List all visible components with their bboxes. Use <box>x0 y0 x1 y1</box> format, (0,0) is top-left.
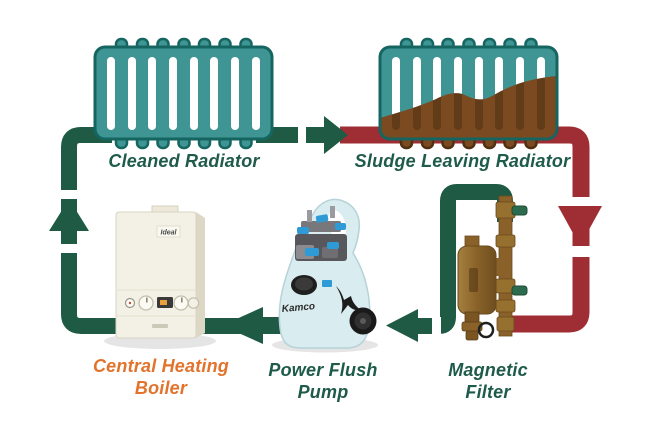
central-heating-boiler-illustration: Ideal <box>104 205 216 349</box>
label-power-flush-pump-line1: Power Flush <box>268 360 378 380</box>
label-cleaned-radiator: Cleaned Radiator <box>108 151 260 171</box>
pipe-filter-to-pump <box>425 184 513 334</box>
arrow-left-filter-to-pump <box>386 309 432 342</box>
label-power-flush-pump: Power Flush Pump <box>248 360 398 403</box>
arrow-up-to-cleaned-radiator <box>49 199 89 244</box>
filter-valve-handles <box>511 205 528 296</box>
power-flush-pump-illustration: Kamco <box>272 198 378 353</box>
label-magnetic-filter: Magnetic Filter <box>413 360 563 403</box>
label-magnetic-filter-line1: Magnetic <box>448 360 528 380</box>
arrow-left-pump-to-boiler <box>222 307 281 344</box>
pump-brand-text: Kamco <box>281 301 315 315</box>
cleaned-radiator-illustration <box>93 37 274 150</box>
arrow-right-to-sludge-radiator <box>306 116 348 154</box>
pump-valve-manifold <box>295 206 347 261</box>
arrow-down-sludge <box>558 206 602 246</box>
boiler-brand-text: Ideal <box>161 230 178 237</box>
magnetic-filter-illustration <box>457 195 528 341</box>
label-power-flush-pump-line2: Pump <box>297 381 349 402</box>
label-central-heating-boiler-line1: Central Heating <box>92 356 230 376</box>
boiler-logo-plate <box>156 225 181 238</box>
boiler-control-panel <box>124 295 200 311</box>
label-magnetic-filter-line2: Filter <box>465 381 511 402</box>
sludge-radiator-illustration <box>378 37 559 150</box>
label-central-heating-boiler-line2: Boiler <box>134 377 188 398</box>
label-sludge-leaving-radiator: Sludge Leaving Radiator <box>354 151 571 171</box>
filter-drain <box>461 311 495 341</box>
sludge-fill <box>380 76 557 139</box>
pump-logo-swoosh <box>336 286 361 314</box>
label-central-heating-boiler: Central Heating Boiler <box>76 356 246 399</box>
